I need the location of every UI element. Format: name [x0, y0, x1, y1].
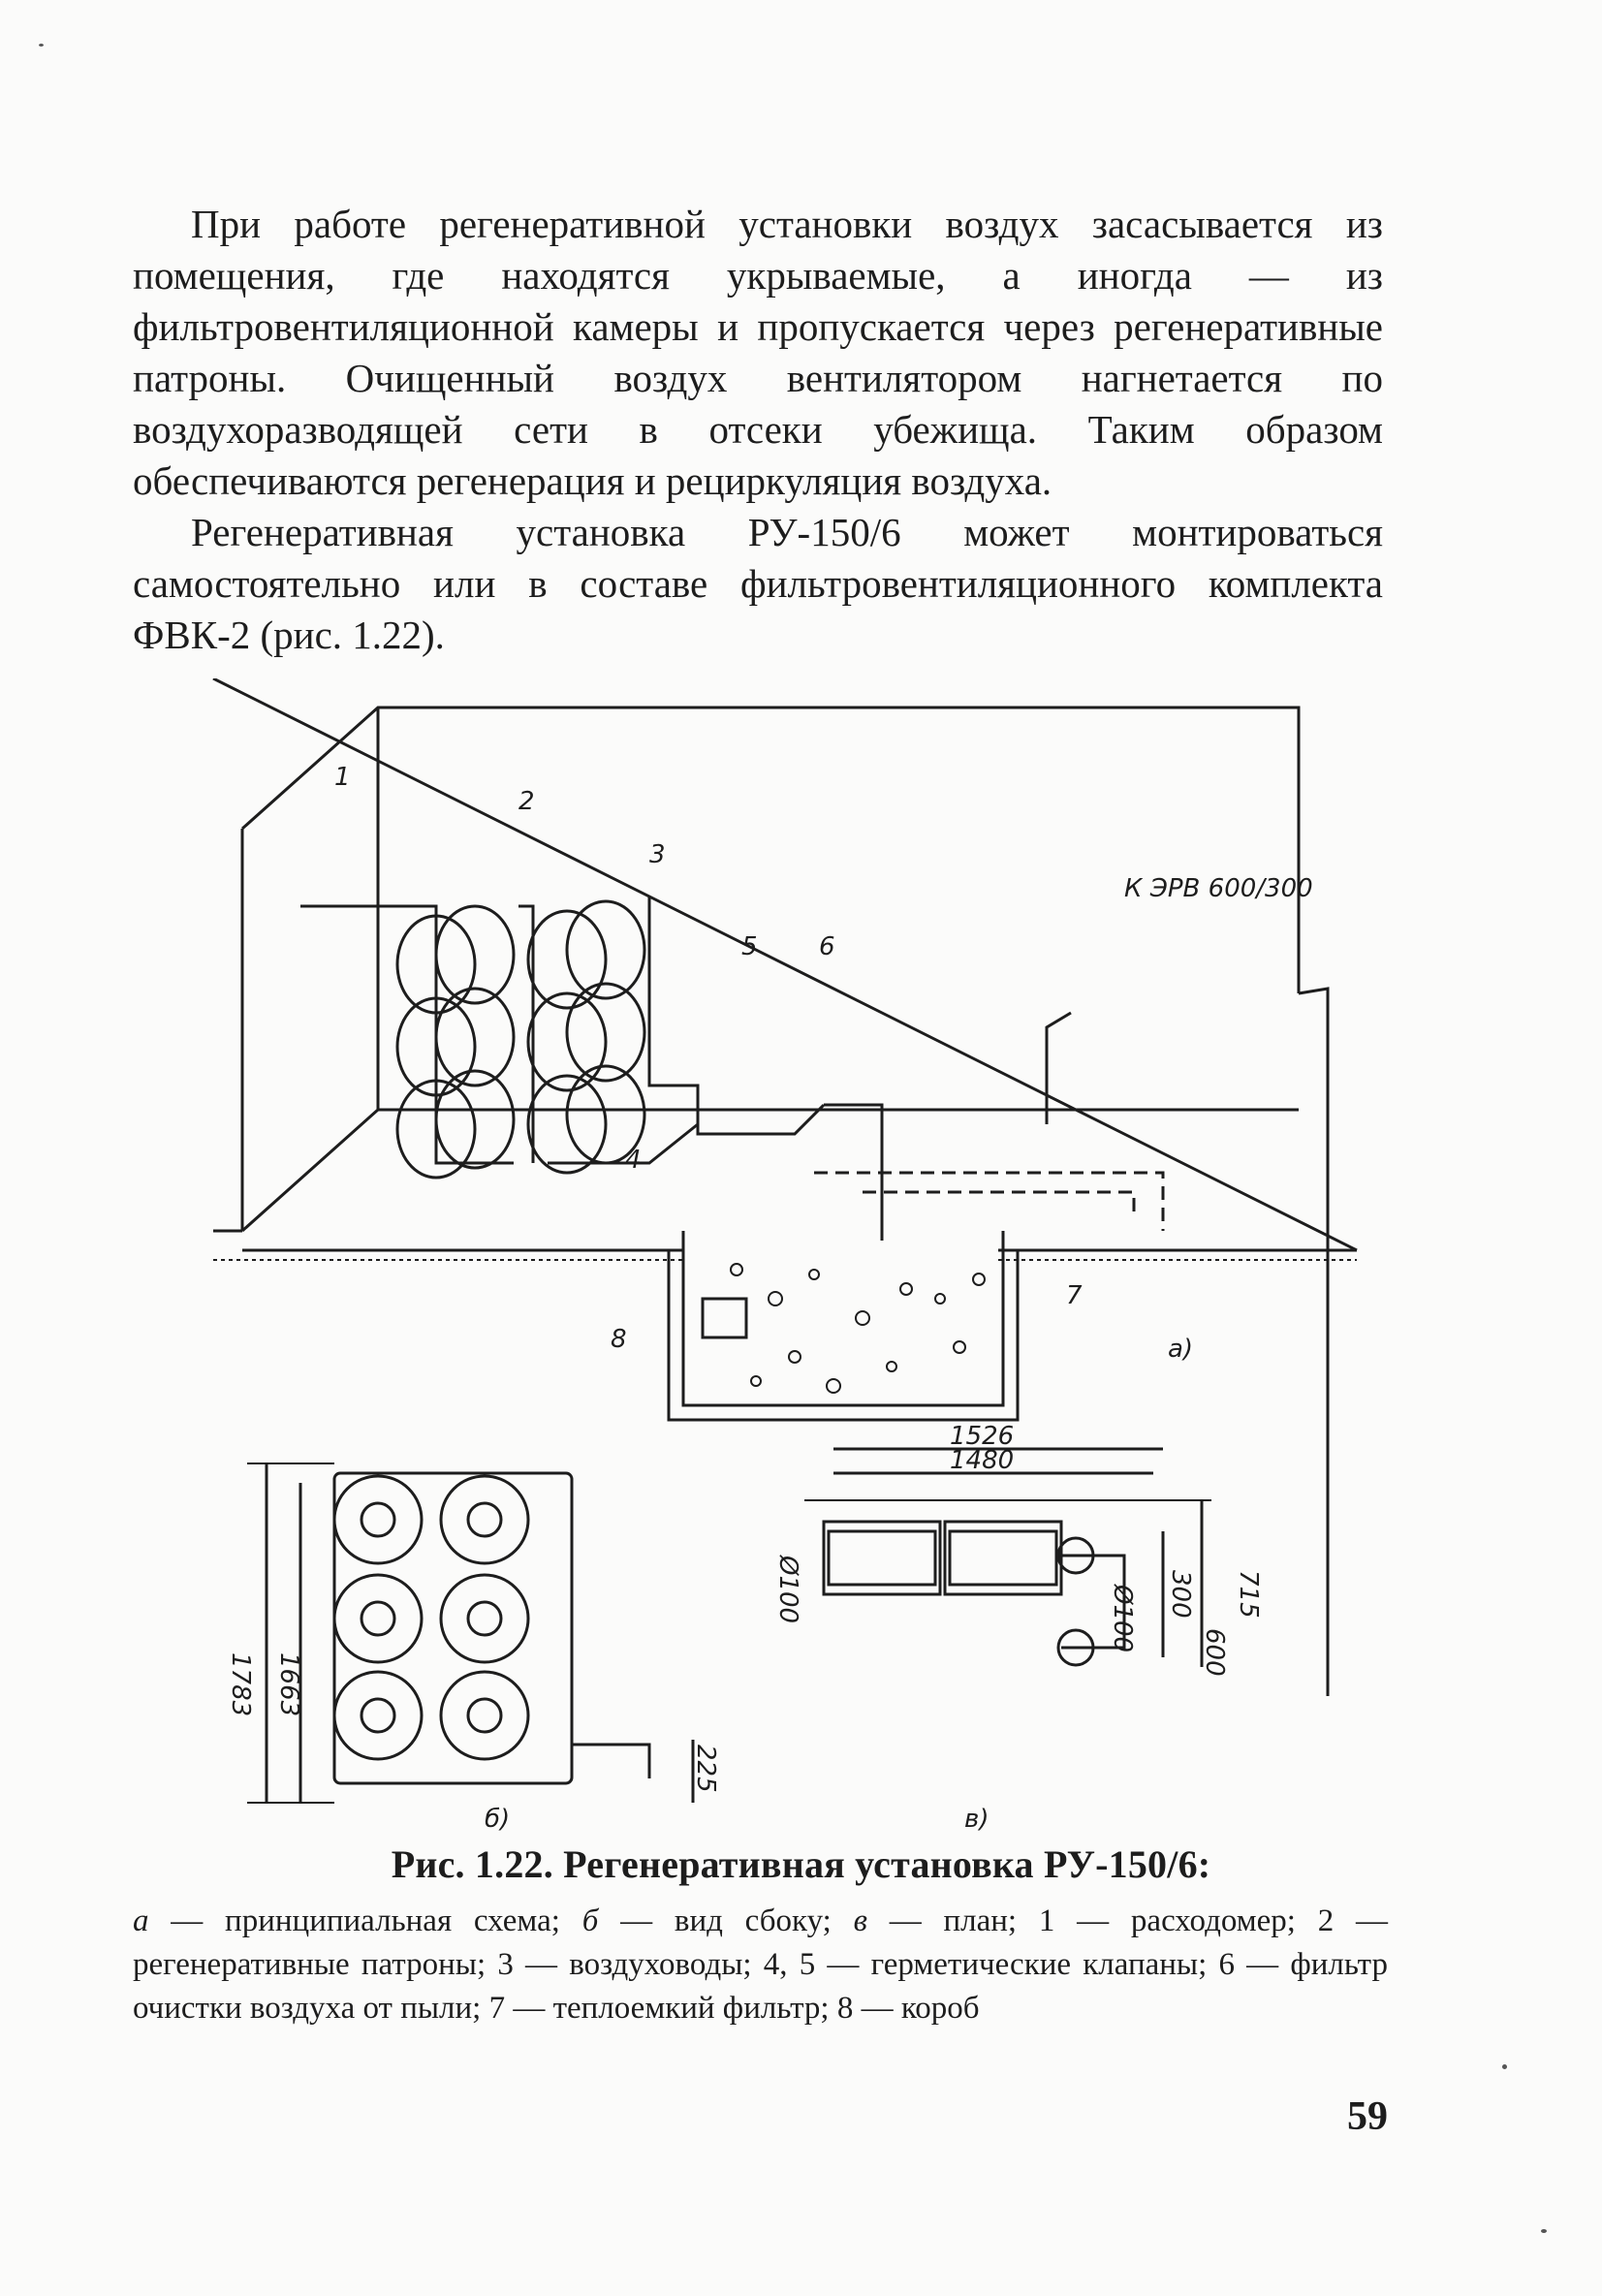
page-number: 59: [1347, 2094, 1388, 2139]
scan-speck: [1541, 2229, 1547, 2233]
plan-view: [804, 1447, 1211, 1667]
dim-600: 600: [1200, 1628, 1229, 1677]
scan-speck: [39, 44, 44, 47]
callout-1: 1: [334, 763, 351, 792]
destination-label: К ЭРВ 600/300: [1124, 874, 1313, 903]
callout-6: 6: [819, 932, 835, 961]
callout-5: 5: [741, 932, 758, 961]
filter-pit: [667, 1171, 1165, 1422]
dim-1526: 1526: [950, 1422, 1014, 1451]
callout-2: 2: [518, 787, 535, 816]
callout-7: 7: [1066, 1281, 1083, 1310]
body-paragraph-2: Регенеративная установка РУ-150/6 может …: [133, 510, 1383, 657]
panel-label-c: в): [964, 1805, 989, 1832]
dim-715: 715: [1234, 1570, 1263, 1619]
body-paragraph-1: При работе регенеративной установки возд…: [133, 202, 1383, 503]
dim-d100-2: Ø100: [1108, 1584, 1137, 1652]
figure-1-22: 1 2 3 4 5 6 7 8 К ЭРВ 600/300 а) б) в) 1…: [212, 678, 1358, 1832]
panel-label-b: б): [485, 1805, 510, 1832]
dim-1783: 1783: [226, 1652, 255, 1716]
dim-1663: 1663: [274, 1652, 303, 1716]
dim-d100: Ø100: [773, 1555, 802, 1623]
callout-8: 8: [611, 1325, 627, 1354]
schematic-room: [212, 678, 1358, 1696]
side-view: [247, 1463, 695, 1804]
dim-225: 225: [691, 1745, 720, 1793]
figure-caption-text: а — принципиальная схема; б — вид сбоку;…: [133, 1903, 1389, 2026]
callout-3: 3: [649, 840, 666, 869]
figure-caption-title: Рис. 1.22. Регенеративная установка РУ-1…: [391, 1842, 1211, 1886]
scan-speck: [1502, 2064, 1507, 2069]
panel-label-a: а): [1168, 1335, 1193, 1364]
cartridges-schematic: [300, 896, 1072, 1241]
callout-4: 4: [625, 1146, 642, 1175]
dim-1480: 1480: [950, 1446, 1014, 1475]
dim-300: 300: [1166, 1570, 1195, 1619]
